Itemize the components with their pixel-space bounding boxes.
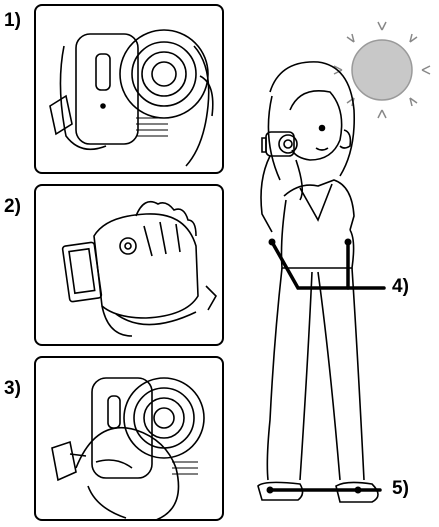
sun-icon xyxy=(334,22,430,118)
callout-5-label: 5) xyxy=(392,478,409,500)
callout-4-label: 4) xyxy=(392,276,409,298)
person-figure xyxy=(258,62,378,502)
callout-lines xyxy=(270,242,384,490)
